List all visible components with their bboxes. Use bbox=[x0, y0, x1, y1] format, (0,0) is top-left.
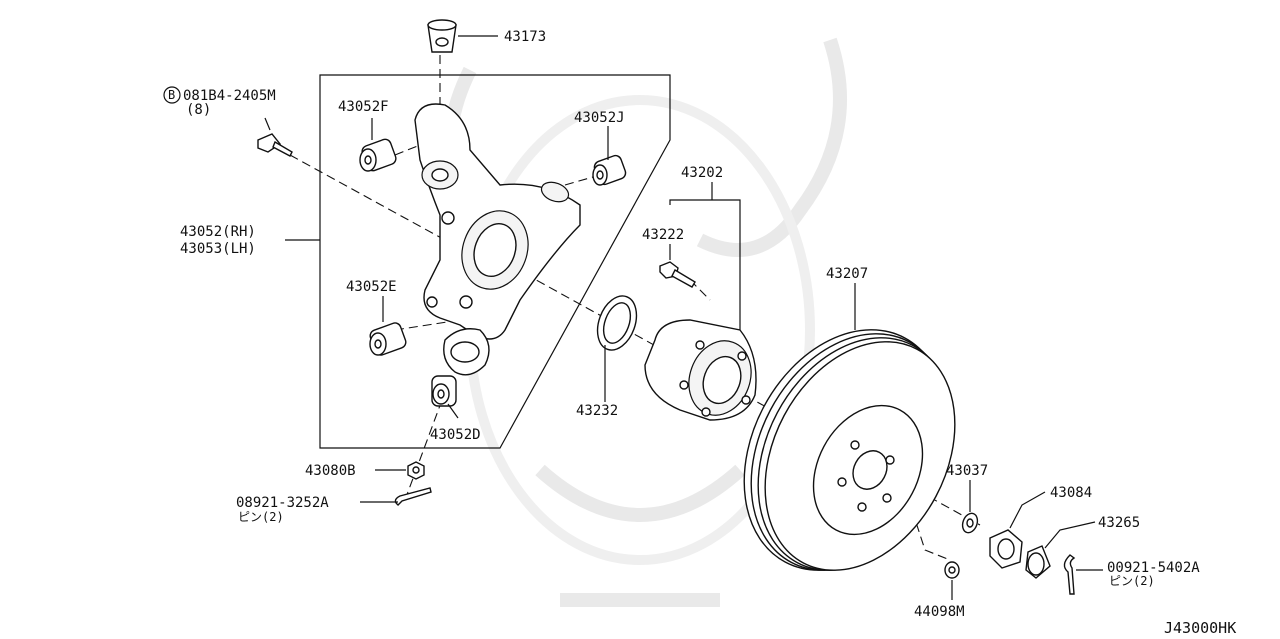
lock-cap-43265 bbox=[1025, 545, 1051, 579]
bolt-badge-circle bbox=[163, 86, 181, 104]
label-43084: 43084 bbox=[1050, 485, 1092, 501]
label-pin-08921: 08921-3252A bbox=[236, 495, 329, 511]
disc-rotor-43207 bbox=[743, 329, 956, 571]
label-43052-rh: 43052(RH) bbox=[180, 224, 256, 240]
bushing-43052f bbox=[359, 138, 397, 172]
label-pin-00921-sub: ピン(2) bbox=[1109, 574, 1155, 588]
label-bolt-qty: (8) bbox=[186, 102, 211, 118]
hub-bolt-43222 bbox=[659, 261, 696, 288]
nut-43080b bbox=[407, 461, 425, 480]
label-43053-lh: 43053(LH) bbox=[180, 241, 256, 257]
label-43265: 43265 bbox=[1098, 515, 1140, 531]
bushing-43052e bbox=[369, 322, 407, 356]
axle-nut-43084 bbox=[989, 529, 1023, 569]
label-43207: 43207 bbox=[826, 266, 868, 282]
label-43052j: 43052J bbox=[574, 110, 625, 126]
washer-43037 bbox=[961, 512, 979, 534]
hub-43202 bbox=[644, 319, 757, 421]
label-43052d: 43052D bbox=[430, 427, 481, 443]
label-43232: 43232 bbox=[576, 403, 618, 419]
knuckle-43052 bbox=[414, 103, 581, 376]
label-44098m: 44098M bbox=[914, 604, 965, 620]
label-43080b: 43080B bbox=[305, 463, 356, 479]
seal-ring-43232 bbox=[596, 295, 638, 351]
part-labels: 43173 B 081B4-2405M (8) 43052F 43052J 43… bbox=[163, 29, 1236, 637]
cap-44098m bbox=[944, 561, 960, 579]
label-bolt-spec: 081B4-2405M bbox=[183, 88, 276, 104]
label-43052e: 43052E bbox=[346, 279, 397, 295]
bushing-43173 bbox=[427, 19, 457, 53]
bolt-081b4 bbox=[257, 133, 293, 157]
label-pin-08921-sub: ピン(2) bbox=[238, 510, 284, 524]
diagram-code: J43000HK bbox=[1164, 619, 1236, 637]
label-43037: 43037 bbox=[946, 463, 988, 479]
label-43052f: 43052F bbox=[338, 99, 389, 115]
knuckle-group-frame bbox=[319, 74, 671, 449]
label-43202: 43202 bbox=[681, 165, 723, 181]
bushing-43052j bbox=[592, 154, 627, 186]
bolt-badge-letter: B bbox=[168, 88, 175, 102]
label-43222: 43222 bbox=[642, 227, 684, 243]
label-pin-00921: 00921-5402A bbox=[1107, 560, 1200, 576]
cotter-pin-08921 bbox=[394, 487, 432, 506]
bushing-43052d bbox=[431, 375, 457, 407]
leader-lines bbox=[264, 35, 1103, 600]
label-43173: 43173 bbox=[504, 29, 546, 45]
cotter-pin-00921 bbox=[1063, 554, 1076, 595]
